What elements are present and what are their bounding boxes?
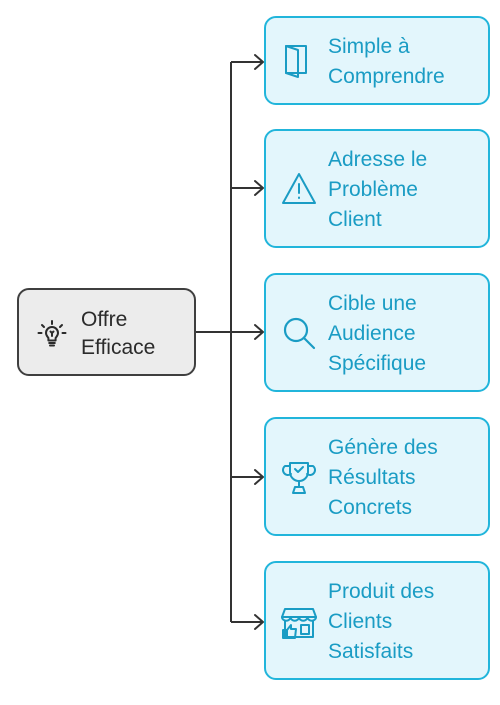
root-node[interactable]: Offre Efficace	[17, 288, 196, 376]
child-node-genere-des-resultats-concrets[interactable]: Génère des Résultats Concrets	[264, 417, 490, 536]
book-icon	[285, 45, 307, 78]
child-label: Cible une Audience Spécifique	[328, 289, 484, 379]
child-label: Génère des Résultats Concrets	[328, 433, 484, 523]
child-node-produit-des-clients-satisfaits[interactable]: Produit des Clients Satisfaits	[264, 561, 490, 680]
child-node-cible-une-audience-specifique[interactable]: Cible une Audience Spécifique	[264, 273, 490, 392]
child-label: Simple à Comprendre	[328, 32, 484, 92]
arrowhead-2	[254, 180, 264, 196]
child-label: Produit des Clients Satisfaits	[328, 577, 484, 667]
arrowhead-1	[254, 54, 264, 70]
root-label-line: Efficace	[81, 336, 156, 359]
child-label-line: Audience	[328, 322, 416, 345]
magnifier-icon	[283, 317, 316, 350]
child-label-line: Adresse le	[328, 148, 428, 171]
store-thumbs-up-icon	[281, 608, 317, 639]
child-label-line: Comprendre	[328, 65, 445, 88]
child-label-line: Client	[328, 208, 382, 231]
child-label-line: Spécifique	[328, 352, 427, 375]
child-label-line: Simple à	[328, 35, 410, 58]
root-label-line: Offre	[81, 308, 128, 331]
child-label-line: Problème	[328, 178, 418, 201]
arrowhead-3	[254, 324, 264, 340]
child-node-adresse-le-probleme-client[interactable]: Adresse le Problème Client	[264, 129, 490, 248]
child-label-line: Cible une	[328, 292, 417, 315]
warning-triangle-icon	[282, 173, 316, 204]
child-label-line: Concrets	[328, 496, 413, 519]
arrowhead-5	[254, 614, 264, 630]
child-label-line: Produit des	[328, 580, 435, 603]
lightbulb-icon	[37, 320, 67, 347]
child-node-simple-a-comprendre[interactable]: Simple à Comprendre	[264, 16, 490, 105]
arrowhead-4	[254, 469, 264, 485]
child-label-line: Génère des	[328, 436, 438, 459]
child-label-line: Résultats	[328, 466, 416, 489]
child-label: Adresse le Problème Client	[328, 145, 484, 235]
child-label-line: Clients	[328, 610, 393, 633]
root-label: Offre Efficace	[81, 306, 193, 362]
trophy-icon	[282, 462, 316, 494]
child-label-line: Satisfaits	[328, 640, 414, 663]
